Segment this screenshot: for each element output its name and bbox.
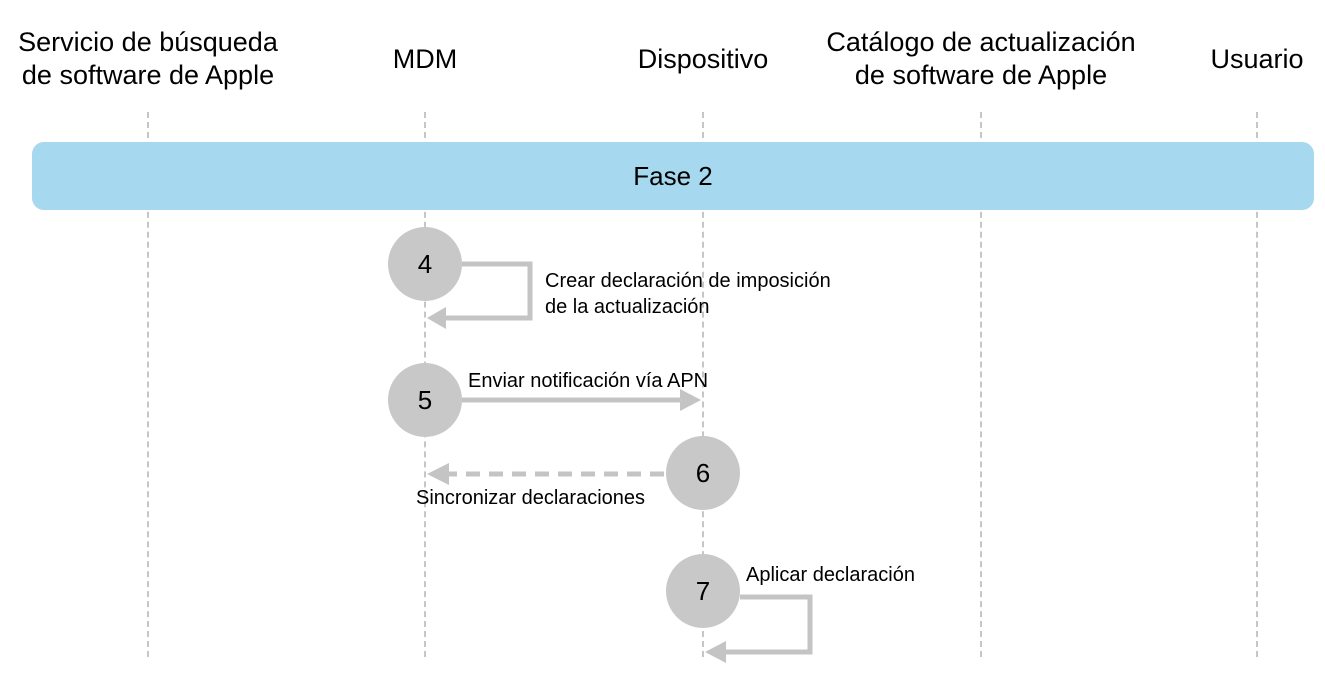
step-5-label: Enviar notificación vía APN	[468, 370, 709, 392]
step-4-label: Crear declaración de imposición de la ac…	[545, 270, 831, 318]
arrowhead-step-7	[705, 641, 726, 663]
lane-header-user: Usuario	[1210, 43, 1304, 74]
step-4-circle: 4	[388, 227, 462, 301]
arrowhead-step-4	[427, 307, 446, 329]
step-7-circle: 7	[666, 554, 740, 628]
lane-header-apple-software-lookup: Servicio de búsqueda de software de Appl…	[18, 27, 278, 90]
step-5-circle: 5	[388, 363, 462, 437]
step-6-circle: 6	[666, 436, 740, 510]
lane-header-device: Dispositivo	[637, 43, 769, 74]
lifeline-user	[1256, 112, 1258, 657]
lifeline-apple-update-catalog	[980, 112, 982, 657]
lifeline-device	[702, 112, 704, 657]
step-7-label: Aplicar declaración	[746, 564, 915, 586]
step-6-label: Sincronizar declaraciones	[416, 487, 646, 509]
phase-label: Fase 2	[633, 160, 713, 191]
lane-header-apple-update-catalog: Catálogo de actualización de software de…	[826, 27, 1136, 90]
phase-bar: Fase 2	[32, 142, 1314, 210]
arrowhead-step-6	[427, 463, 449, 485]
lifeline-apple-software-lookup	[147, 112, 149, 657]
lane-header-mdm: MDM	[392, 43, 458, 74]
